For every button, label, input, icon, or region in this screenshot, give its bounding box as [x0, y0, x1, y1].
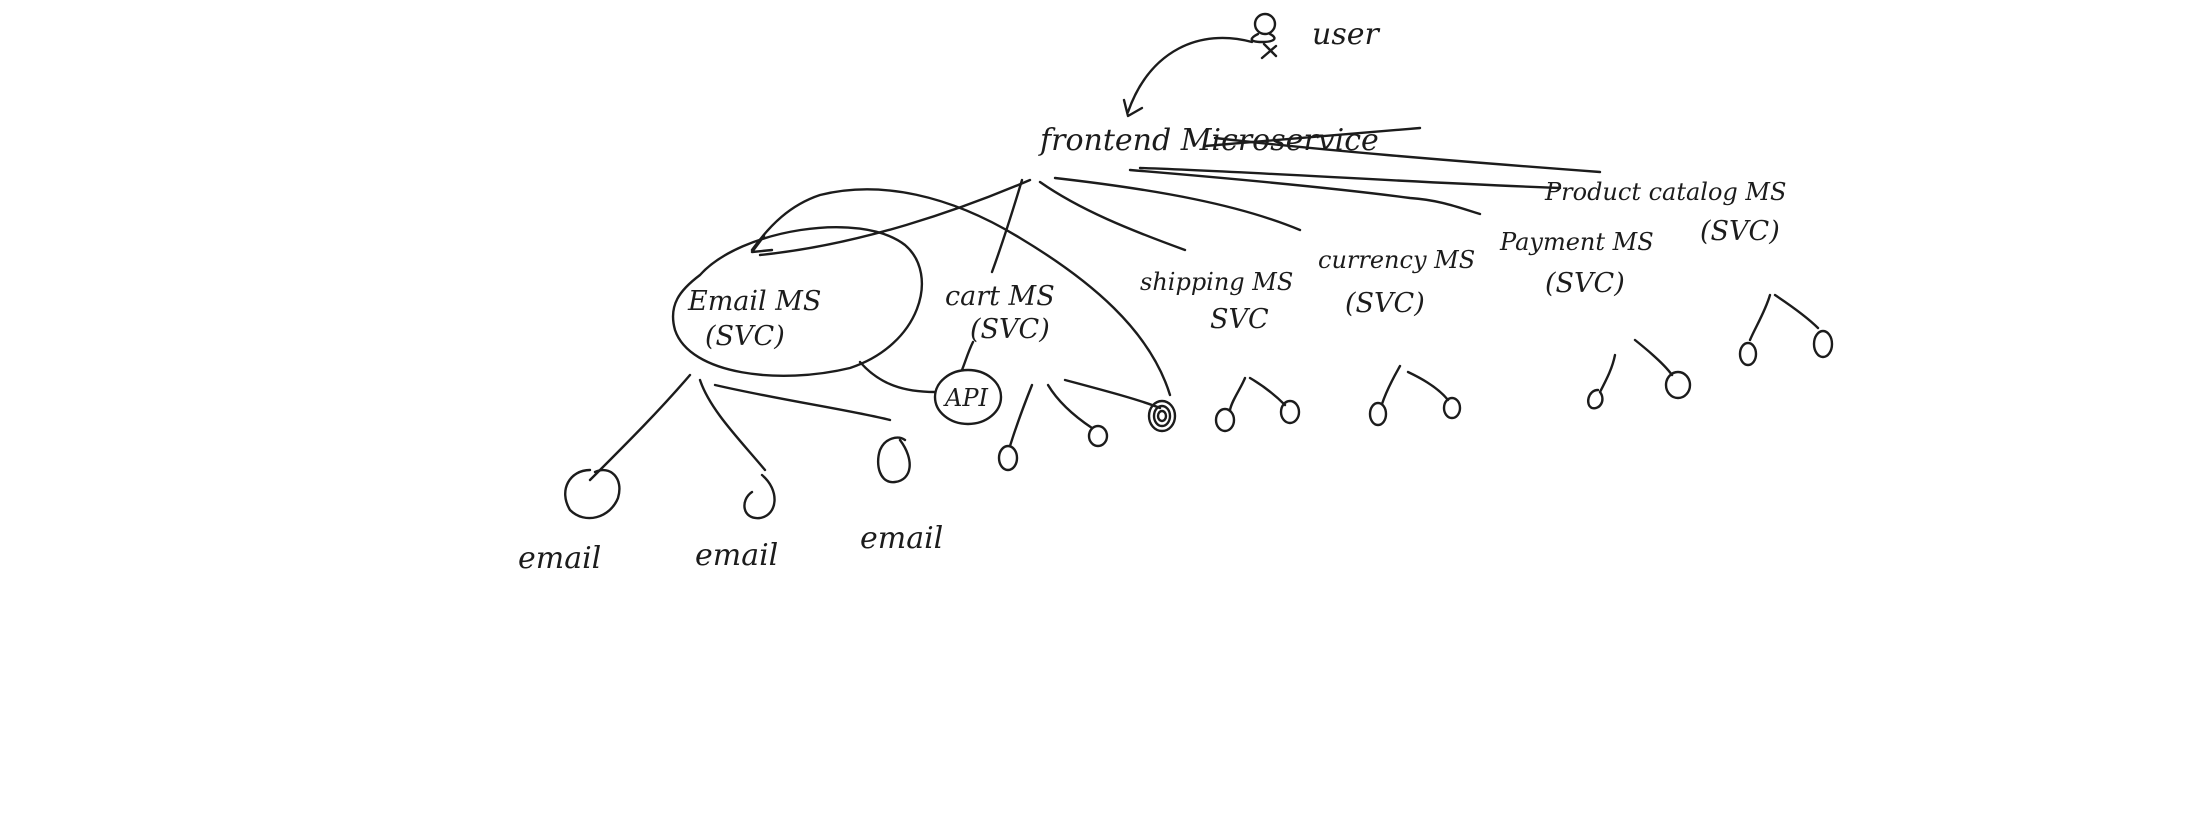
api-node: API: [933, 368, 1003, 426]
email-to-api-link: [858, 360, 937, 394]
pod-circle: [1812, 329, 1834, 359]
cart-to-api-link: [960, 340, 975, 372]
user-actor-icon: [1250, 12, 1278, 60]
pod-circle: [743, 473, 776, 520]
pod-circle: [1586, 388, 1604, 410]
pod-circle: [1087, 424, 1109, 448]
service-sub: (SVC): [1545, 268, 1625, 299]
service-name: shipping MS: [1140, 268, 1293, 296]
pod-circle: [1279, 399, 1301, 425]
user-to-frontend-arrow: [1126, 36, 1254, 114]
service-name: Product catalog MS: [1544, 178, 1786, 206]
pod-circle: [1368, 401, 1388, 427]
service-email: Email MS (SVC): [671, 226, 923, 377]
pod-circle: [1738, 341, 1758, 367]
service-sub: (SVC): [705, 321, 785, 352]
pod-circle: [1214, 407, 1236, 433]
service-name: currency MS: [1318, 246, 1475, 274]
service-product-catalog: Product catalog MS (SVC): [1544, 178, 1786, 247]
pod-circle: [997, 444, 1019, 472]
service-currency: currency MS (SVC): [1318, 246, 1475, 319]
service-sub: SVC: [1210, 304, 1269, 335]
currency-pods: [1368, 364, 1462, 427]
service-sub: (SVC): [1345, 288, 1425, 319]
service-name: Payment MS: [1499, 228, 1654, 256]
api-label: API: [943, 384, 988, 412]
payment-pods: [1586, 338, 1692, 410]
arrowhead-icon: [1122, 98, 1144, 118]
email-pods: email email email: [518, 373, 943, 576]
pod-circle: [564, 468, 621, 520]
pod-circle: [1442, 396, 1462, 420]
pod-circle: [1156, 409, 1168, 423]
to-email-arrow: [750, 188, 1172, 397]
email-ms-circle: [671, 226, 923, 377]
email-pod-label: email: [518, 541, 601, 576]
service-sub: (SVC): [1700, 216, 1780, 247]
email-pod-label: email: [695, 538, 778, 573]
service-sub: (SVC): [970, 314, 1050, 345]
pod-circle: [1152, 404, 1172, 428]
service-payment: Payment MS (SVC): [1499, 228, 1654, 299]
frontend-connectors: [758, 136, 1602, 274]
frontend-underline: [1203, 126, 1422, 148]
pod-circle: [876, 436, 911, 484]
pod-circle: [1664, 370, 1692, 400]
email-pod-label: email: [860, 521, 943, 556]
catalog-pods: [1738, 293, 1834, 367]
service-name: Email MS: [687, 286, 821, 317]
service-name: cart MS: [945, 281, 1055, 312]
pod-circle: [1147, 399, 1177, 433]
shipping-pods: [1214, 376, 1301, 433]
service-cart: cart MS (SVC): [945, 281, 1055, 345]
cart-pods: [997, 378, 1177, 472]
frontend-label: frontend Microservice: [1038, 123, 1379, 158]
service-shipping: shipping MS SVC: [1140, 268, 1293, 335]
arrowhead-icon: [750, 234, 774, 254]
user-label: user: [1312, 17, 1380, 52]
